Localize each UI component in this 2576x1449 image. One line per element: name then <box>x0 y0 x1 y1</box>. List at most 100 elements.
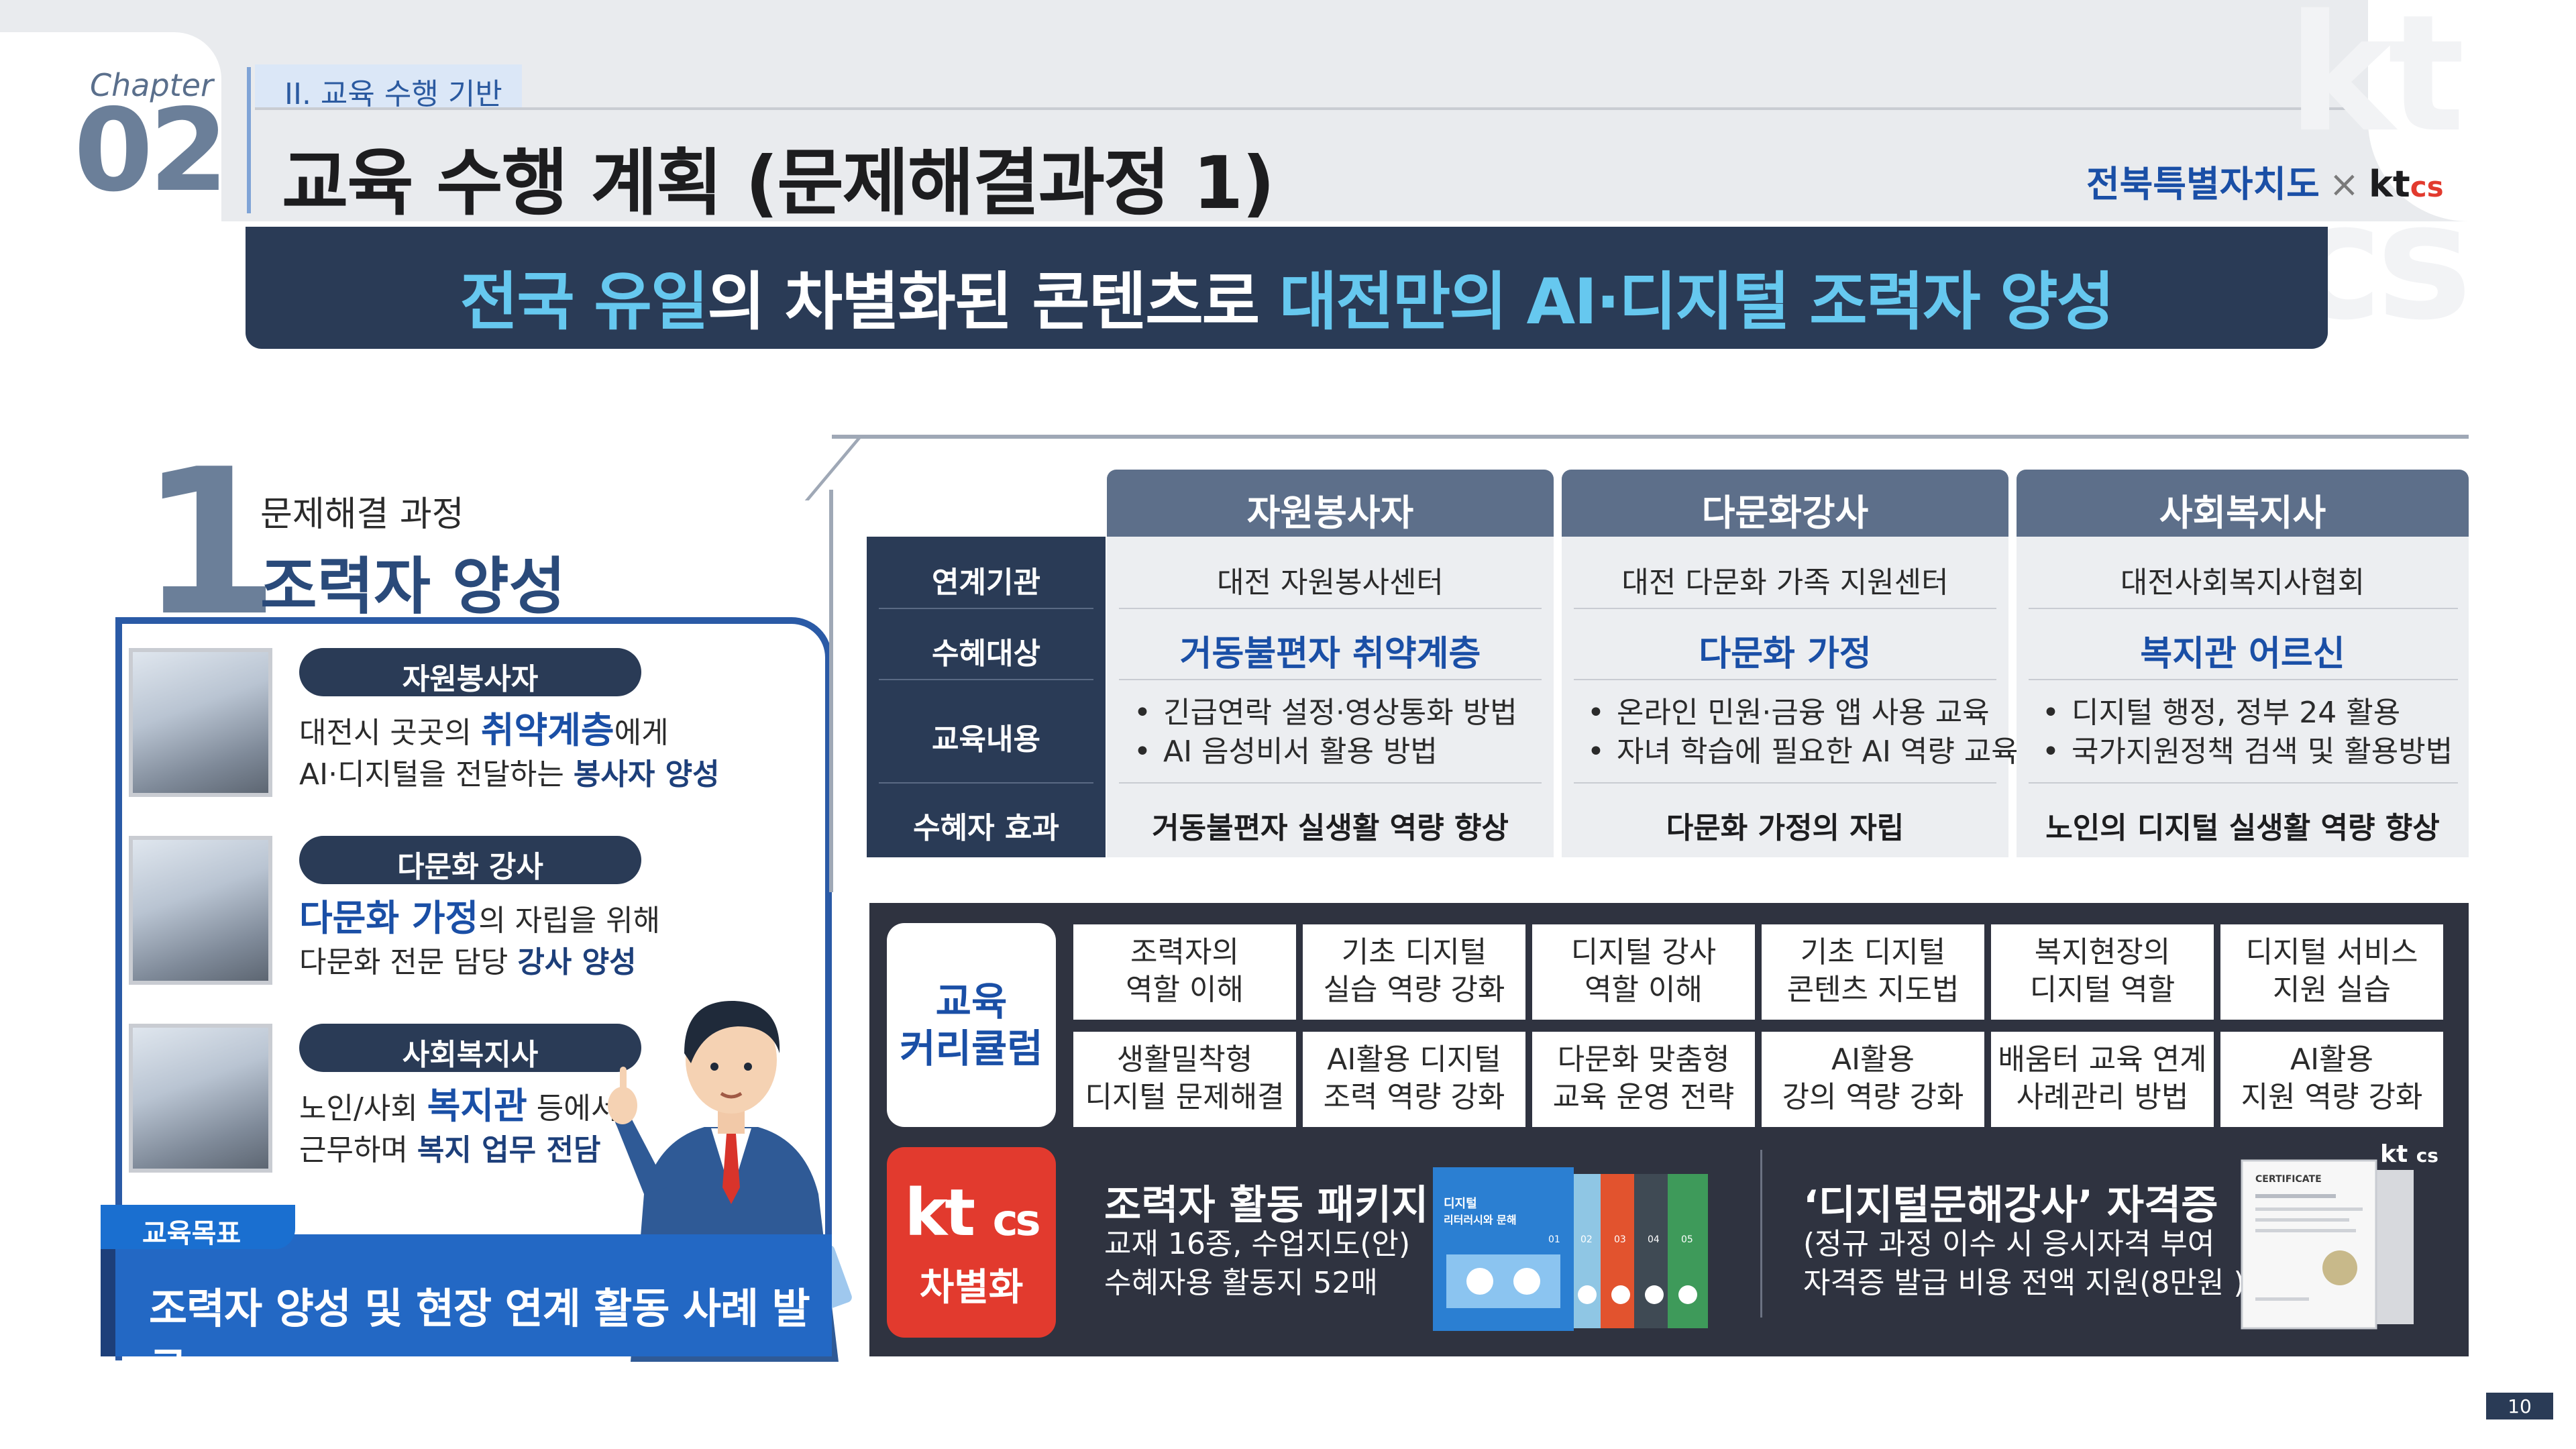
cs-logo: cs <box>2410 170 2444 203</box>
cell-org: 대전 자원봉사센터 <box>1217 566 1444 600</box>
cell-separator <box>1119 782 1542 784</box>
cell-separator <box>1574 782 1996 784</box>
row-header-column <box>867 537 1106 857</box>
chapter-label: Chapter <box>90 67 213 103</box>
table-frame-left <box>829 490 833 892</box>
kt-logo: kt <box>2369 163 2410 205</box>
cell-separator <box>2029 679 2458 680</box>
volunteer-photo <box>129 648 272 797</box>
goal-box: 조력자 양성 및 현장 연계 활동 사례 발굴 <box>115 1234 832 1393</box>
table-frame-slant <box>804 436 863 500</box>
banner-text: 의 차별화된 콘텐츠로 <box>707 266 1279 339</box>
book-number: 03 <box>1614 1234 1626 1245</box>
goal-shadow <box>101 1245 115 1356</box>
cell-separator <box>1119 679 1542 680</box>
cell-effect: 거동불편자 실생활 역량 향상 <box>1152 811 1509 845</box>
role-pill-multicultural: 다문화 강사 <box>299 836 641 884</box>
textbook-images: 디지털 리터러시와 문해 01 02 03 04 05 <box>1433 1167 1708 1331</box>
certificate-desc: (정규 과정 이수 시 응시자격 부여 자격증 발급 비용 전액 지원(8만원 … <box>1803 1227 2245 1300</box>
chapter-panel <box>0 32 221 254</box>
role-desc-social-worker: 노인/사회 복지관 등에서 근무하며 복지 업무 전담 <box>299 1085 619 1168</box>
kt-cs-logo: kt cs <box>904 1175 1040 1250</box>
banner-highlight-2: 대전만의 AI·디지털 조력자 양성 <box>1279 266 2114 339</box>
section-tag: II. 교육 수행 기반 <box>255 64 522 111</box>
row-separator <box>879 782 1093 784</box>
differentiation-label: 차별화 <box>919 1266 1024 1309</box>
section-number: 1 <box>140 426 280 660</box>
cell-target: 거동불편자 취약계층 <box>1179 634 1481 674</box>
certificate-doc-title: CERTIFICATE <box>2255 1174 2322 1185</box>
cell-separator <box>1119 608 1542 609</box>
certificate-title: ‘디지털문해강사’ 자격증 <box>1803 1182 2218 1229</box>
cell-separator <box>1574 679 1996 680</box>
content-item: 긴급연락 설정·영상통화 방법 <box>1134 694 1517 733</box>
multicultural-photo <box>129 836 272 985</box>
table-frame-line <box>832 435 2469 439</box>
section-title: 조력자 양성 <box>260 551 566 623</box>
cell-content: 긴급연락 설정·영상통화 방법 AI 음성비서 활용 방법 <box>1134 694 1517 771</box>
header-background <box>0 0 2576 221</box>
cell-effect: 다문화 가정의 자립 <box>1666 811 1904 845</box>
book-number: 01 <box>1548 1234 1560 1245</box>
col-header-social-worker: 사회복지사 <box>2017 470 2469 537</box>
cell-target: 다문화 가정 <box>1699 634 1872 674</box>
book-number: 02 <box>1580 1234 1593 1245</box>
content-item: 디지털 행정, 정부 24 활용 <box>2042 694 2453 733</box>
section-subtitle: 문제해결 과정 <box>260 494 464 535</box>
cell-separator <box>1574 608 1996 609</box>
header-right-panel <box>2368 0 2576 221</box>
book-title-1: 디지털 <box>1444 1197 1477 1211</box>
cell-content: 디지털 행정, 정부 24 활용 국가지원정책 검색 및 활용방법 <box>2042 694 2453 771</box>
kt-cs-differentiation-badge: kt cs 차별화 <box>887 1147 1056 1338</box>
cell-separator <box>2029 782 2458 784</box>
role-desc-multicultural: 다문화 가정의 자립을 위해 다문화 전문 담당 강사 양성 <box>299 897 661 980</box>
header-accent-bar <box>247 67 251 213</box>
row-label-effect: 수혜자 효과 <box>913 811 1059 845</box>
col-header-multicultural: 다문화강사 <box>1562 470 2008 537</box>
role-pill-volunteer: 자원봉사자 <box>299 648 641 696</box>
banner-highlight-1: 전국 유일 <box>460 266 709 339</box>
book-number: 05 <box>1681 1234 1693 1245</box>
page-number: 10 <box>2486 1393 2553 1419</box>
partner-logos: 전북특별자치도×ktcs <box>2086 154 2444 207</box>
cell-target: 복지관 어르신 <box>2140 634 2345 674</box>
row-separator <box>879 679 1093 680</box>
chapter-number: 02 <box>74 85 229 217</box>
book-title-2: 리터러시와 문해 <box>1444 1214 1517 1226</box>
package-title: 조력자 활동 패키지 <box>1104 1182 1429 1229</box>
cell-org: 대전 다문화 가족 지원센터 <box>1621 566 1949 600</box>
content-item: 국가지원정책 검색 및 활용방법 <box>2042 733 2453 771</box>
content-item: AI 음성비서 활용 방법 <box>1134 733 1517 771</box>
row-label-org: 연계기관 <box>932 566 1040 600</box>
goal-tab: 교육목표 <box>101 1205 295 1249</box>
col-header-volunteer: 자원봉사자 <box>1107 470 1554 537</box>
cell-content: 온라인 민원·금융 앱 사용 교육 자녀 학습에 필요한 AI 역량 교육 <box>1587 694 2019 771</box>
header-divider <box>255 107 2536 110</box>
kt-cs-watermark: kt cs <box>2288 0 2472 356</box>
row-separator <box>879 608 1093 609</box>
times-icon: × <box>2328 163 2360 205</box>
content-item: 온라인 민원·금융 앱 사용 교육 <box>1587 694 2019 733</box>
book-number: 04 <box>1648 1234 1660 1245</box>
headline-banner: 전국 유일의 차별화된 콘텐츠로 대전만의 AI·디지털 조력자 양성 <box>246 227 2328 349</box>
social-worker-photo <box>129 1024 272 1173</box>
row-label-target: 수혜대상 <box>932 637 1040 671</box>
certificate-kt-logo: kt cs <box>2380 1140 2438 1168</box>
content-item: 자녀 학습에 필요한 AI 역량 교육 <box>1587 733 2019 771</box>
package-desc: 교재 16종, 수업지도(안) 수혜자용 활동지 52매 <box>1104 1227 1411 1300</box>
cell-separator <box>2029 608 2458 609</box>
row-label-content: 교육내용 <box>932 722 1040 757</box>
jeonbuk-logo: 전북특별자치도 <box>2086 163 2320 205</box>
curriculum-label: 교육 커리큘럼 <box>887 923 1056 1127</box>
role-desc-volunteer: 대전시 곳곳의 취약계층에게 AI·디지털을 전달하는 봉사자 양성 <box>299 709 720 792</box>
package-separator <box>1760 1150 1762 1318</box>
